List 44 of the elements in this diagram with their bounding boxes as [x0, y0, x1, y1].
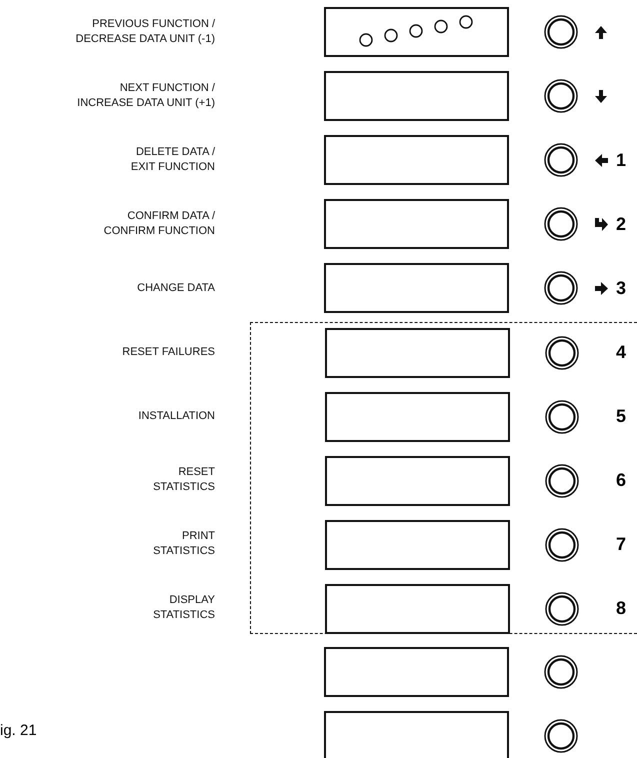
function-label: CHANGE DATA	[136, 280, 215, 296]
push-button	[545, 592, 579, 626]
function-label: PREVIOUS FUNCTION / DECREASE DATA UNIT (-1)	[74, 17, 215, 47]
display-window	[324, 135, 509, 185]
display-window	[325, 392, 510, 442]
function-label: RESET STATISTICS	[152, 465, 215, 495]
push-button	[545, 528, 579, 562]
key-number: 1	[616, 150, 626, 170]
push-button	[544, 207, 578, 241]
push-button	[545, 464, 579, 498]
push-button	[545, 400, 579, 434]
push-button	[544, 15, 578, 49]
display-window	[324, 711, 509, 758]
push-button	[544, 143, 578, 177]
display-window	[324, 199, 509, 249]
function-label: CONFIRM DATA / CONFIRM FUNCTION	[102, 209, 215, 239]
function-label: NEXT FUNCTION / INCREASE DATA UNIT (+1)	[76, 81, 215, 111]
key-number: 6	[616, 470, 626, 490]
key-number: 4	[616, 342, 626, 362]
display-window	[325, 520, 510, 570]
push-button	[544, 79, 578, 113]
display-window	[325, 456, 510, 506]
function-label: PRINT STATISTICS	[152, 529, 215, 559]
display-window	[325, 328, 510, 378]
push-button	[544, 719, 578, 753]
display-window	[324, 647, 509, 697]
push-button	[544, 655, 578, 689]
key-number: 3	[616, 278, 626, 298]
key-number: 2	[616, 214, 626, 234]
push-button	[544, 271, 578, 305]
display-window	[324, 7, 509, 57]
function-label: DISPLAY STATISTICS	[152, 593, 215, 623]
display-window	[324, 263, 509, 313]
function-label: INSTALLATION	[137, 408, 215, 424]
key-number: 8	[616, 598, 626, 618]
function-label: RESET FAILURES	[121, 344, 215, 360]
dashed-group-frame	[250, 322, 637, 634]
key-number: 7	[616, 534, 626, 554]
key-number: 5	[616, 406, 626, 426]
display-window	[325, 584, 510, 634]
push-button	[545, 336, 579, 370]
display-window	[324, 71, 509, 121]
function-label: DELETE DATA / EXIT FUNCTION	[130, 145, 215, 175]
figure-caption: ig. 21	[0, 722, 37, 739]
